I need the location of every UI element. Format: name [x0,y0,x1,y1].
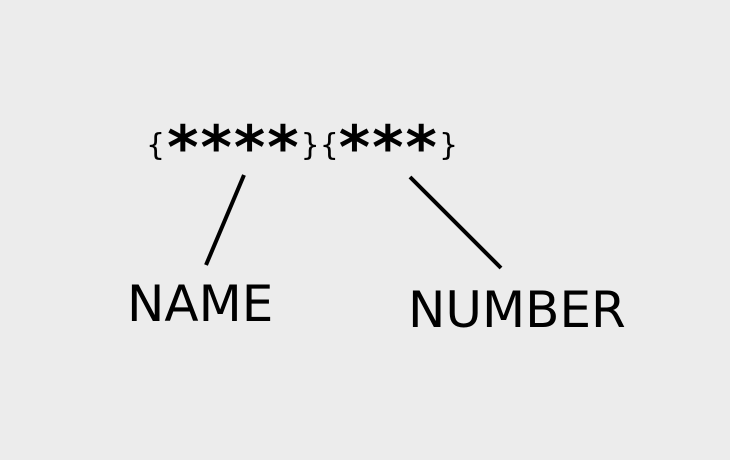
format-pattern: {****}{***} [146,118,458,178]
number-connector-line [408,175,503,270]
name-label: NAME [127,275,274,333]
number-asterisks: *** [338,113,439,183]
number-label: NUMBER [408,281,626,339]
open-brace-left: { [146,128,166,163]
middle-braces: }{ [300,128,339,163]
name-connector-line [204,174,246,266]
name-asterisks: **** [167,113,301,183]
close-brace-right: } [438,128,459,163]
